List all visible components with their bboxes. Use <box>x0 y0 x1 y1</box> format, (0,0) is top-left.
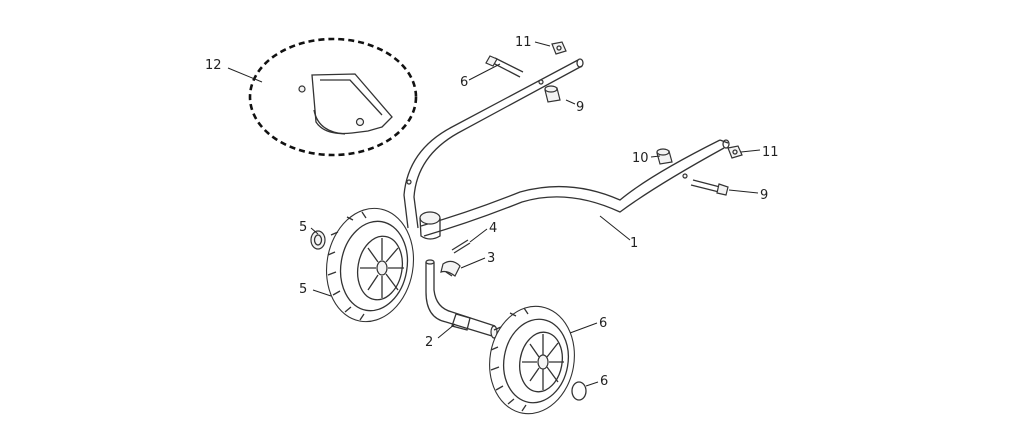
callout-11-right: 11 <box>762 145 779 160</box>
callout-6-left: 5 <box>299 220 307 235</box>
nut-upper <box>551 41 567 55</box>
callout-12: 12 <box>205 58 222 73</box>
callout-11-top: 11 <box>515 35 532 50</box>
callout-9-right: 9 <box>760 188 768 203</box>
callout-2: 2 <box>425 335 433 350</box>
callout-5-left: 5 <box>299 282 307 297</box>
spacer-lower <box>656 148 673 165</box>
callout-4: 4 <box>489 221 497 236</box>
detail-callout-bracket <box>248 37 418 157</box>
bolt-lower <box>690 179 729 196</box>
washer-right <box>571 381 587 401</box>
callout-10-right: 10 <box>632 151 649 166</box>
callout-3: 3 <box>487 251 495 266</box>
callout-5-right: 6 <box>599 316 607 331</box>
callout-1: 1 <box>630 236 638 251</box>
leader-lines <box>227 41 761 387</box>
callout-9-top: 6 <box>460 75 468 90</box>
washer-left <box>310 230 326 250</box>
handle-frame <box>403 58 730 240</box>
nut-lower <box>727 145 743 159</box>
clip <box>440 260 461 277</box>
wheel-left <box>325 207 415 323</box>
callout-6-right: 6 <box>600 374 608 389</box>
wheel-right <box>489 305 575 415</box>
spacer-upper <box>544 85 561 103</box>
callout-labels: 12 11 6 9 10 11 9 1 4 3 5 5 2 6 6 <box>205 35 779 389</box>
axle <box>425 259 498 339</box>
bolt-upper <box>485 55 524 78</box>
pin <box>451 239 471 254</box>
callout-10-top: 9 <box>576 100 584 115</box>
